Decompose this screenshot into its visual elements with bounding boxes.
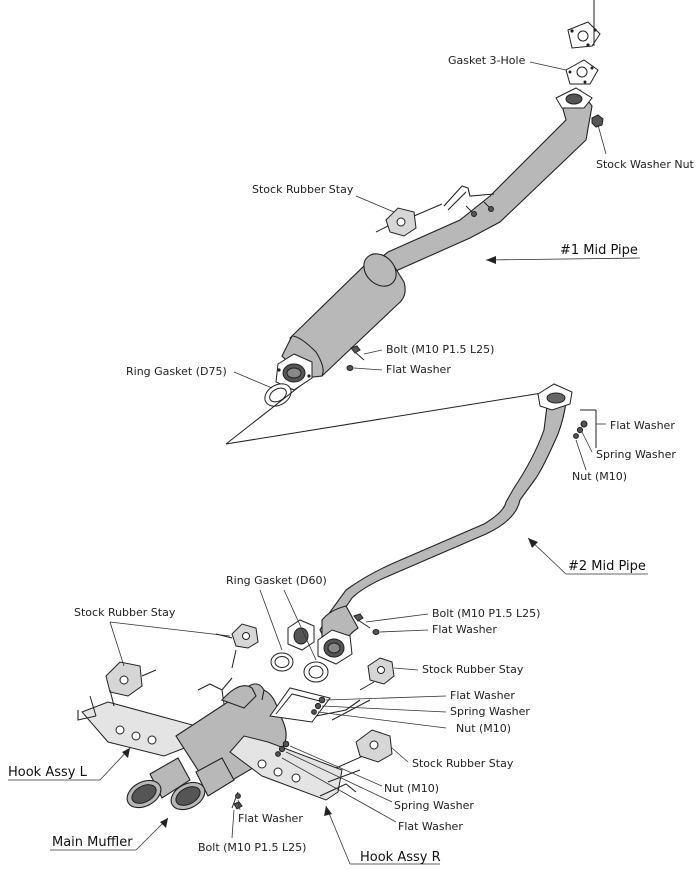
rubber-stay-right-1 [359,657,395,691]
bolt-bottom-part [231,791,243,810]
mid-pipe-1-arrow [486,256,496,264]
nut-m10-right-label: Nut (M10) [572,470,627,483]
flat-washer-bottom-label: Flat Washer [238,812,303,825]
spring-washer-right-leader [581,431,593,453]
ring-gasket-d60-leader-b [283,589,317,661]
stock-rubber-stay-left-leader-a [109,621,231,637]
mid-pipe-2 [287,383,573,665]
bolt-mid-part [353,613,380,635]
mid-pipe-1-leader [485,257,641,261]
hook-assy-r-label: Hook Assy R [360,850,441,865]
flat-washer-r1-label: Flat Washer [450,689,515,702]
bolt-top-label: Bolt (M10 P1.5 L25) [386,343,494,356]
ring-gasket-d60-label: Ring Gasket (D60) [226,574,327,587]
bolt-top-leader [363,349,383,355]
rubber-stay-left-2 [105,661,157,697]
flat-washer-top-leader [353,367,383,371]
nut-m10-r1-label: Nut (M10) [456,722,511,735]
ring-gasket-d60 [270,652,329,683]
mid-pipe-2-label: #2 Mid Pipe [568,559,646,574]
washer-stack-r1 [311,696,326,715]
nut-m10-r2-label: Nut (M10) [384,782,439,795]
bolt-top-part [350,345,365,361]
stock-washer-nut-leader [597,124,607,155]
flat-washer-r2-leader [281,757,397,823]
main-muffler-arrow [160,818,168,828]
gasket-3-hole [565,59,599,85]
flat-washer-mid-label: Flat Washer [432,623,497,636]
stock-rubber-stay-top-label: Stock Rubber Stay [252,183,354,196]
hook-assy-r [229,699,373,801]
heat-shield-plate [269,687,331,723]
ring-gasket-d75-label: Ring Gasket (D75) [126,365,227,378]
nut-m10-r2-leader [289,745,383,787]
stock-flange-top [567,0,601,49]
rubber-stay-right-2 [355,729,393,763]
rubber-stay-left-1 [215,623,259,669]
spring-washer-right-label: Spring Washer [596,448,676,461]
spring-washer-r2-leader [285,751,393,803]
nut-m10-right-leader [575,439,587,471]
flat-washer-r1-leader [325,695,447,701]
stock-rubber-stay-top [375,203,443,237]
stock-washer-nut-label: Stock Washer Nut [596,158,695,171]
stock-rubber-stay-right-leader [393,667,419,671]
hook-assy-r-arrow [324,806,332,816]
bolt-mid-label: Bolt (M10 P1.5 L25) [432,607,540,620]
gasket-3hole-label: Gasket 3-Hole [448,54,526,67]
bolt-mid-leader [365,613,429,623]
hook-assy-l-label: Hook Assy L [8,765,88,780]
flat-washer-top-label: Flat Washer [386,363,451,376]
flat-washer-r2-label: Flat Washer [398,820,463,833]
stock-rubber-stay-r2-leader [391,747,409,763]
stock-rubber-stay-top-leader [355,195,395,213]
ring-gasket-d60-leader-a [259,589,283,651]
spring-washer-r1-label: Spring Washer [450,705,530,718]
bolt-bottom-leader [231,809,235,839]
ring-gasket-d75-leader [233,371,273,389]
gasket-3hole-leader [529,61,567,71]
hanger-bolts-top [465,201,494,217]
flat-washer-right-label: Flat Washer [610,419,675,432]
washer-stack-right [573,409,597,448]
flat-washer-top-part [346,365,354,371]
washer-stack-r2 [275,740,290,757]
nut-m10-r1-leader [317,711,447,729]
mid-pipe-1-label: #1 Mid Pipe [560,243,638,258]
hook-assy-l-arrow [122,748,130,758]
stock-rubber-stay-left-label: Stock Rubber Stay [74,606,176,619]
stock-washer-nut [591,114,604,128]
flat-washer-mid-leader [379,629,429,633]
ring-gasket-d75 [264,383,292,407]
spring-washer-r2-label: Spring Washer [394,799,474,812]
bolt-bottom-label: Bolt (M10 P1.5 L25) [198,841,306,854]
flat-washer-bottom-leader [237,799,241,811]
stock-rubber-stay-r2-label: Stock Rubber Stay [412,757,514,770]
sub-muffler [275,253,406,391]
hook-assy-r-leader [325,805,351,865]
mid-pipe-2-arrow [528,538,538,548]
stock-rubber-stay-right-label: Stock Rubber Stay [422,663,524,676]
stock-rubber-stay-left-leader-b [109,621,125,667]
spring-washer-r1-leader [321,705,447,713]
main-muffler-label: Main Muffler [52,835,133,850]
